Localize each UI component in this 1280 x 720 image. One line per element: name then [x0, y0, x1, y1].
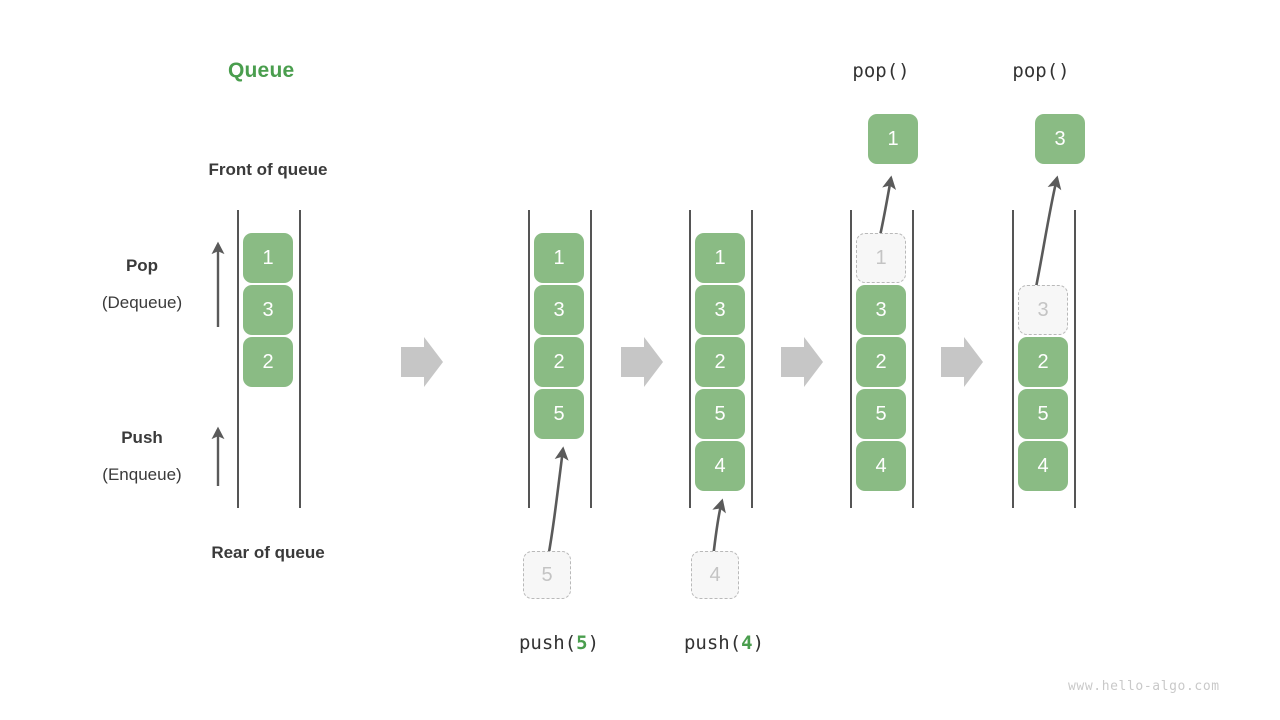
incoming-item-ghost: 5 [523, 551, 571, 599]
popped-slot-ghost: 1 [856, 233, 906, 283]
rear-of-queue-label: Rear of queue [211, 543, 325, 562]
push-5-caption-pre: push( [518, 632, 577, 654]
queue-item: 5 [1018, 389, 1068, 439]
incoming-item-ghost: 4 [691, 551, 739, 599]
queue-item: 5 [534, 389, 584, 439]
queue-rail-left-4 [850, 210, 852, 508]
front-of-queue-label: Front of queue [208, 160, 328, 179]
queue-rail-right-5 [1074, 210, 1076, 508]
queue-rail-left-3 [689, 210, 691, 508]
queue-item: 3 [243, 285, 293, 335]
transition-arrow-3 [781, 337, 823, 387]
page-title: Queue [228, 59, 295, 82]
queue-item: 2 [856, 337, 906, 387]
push-4-arrow [711, 498, 726, 559]
transition-arrow-1 [401, 337, 443, 387]
popped-slot-ghost: 3 [1018, 285, 1068, 335]
queue-item: 1 [243, 233, 293, 283]
queue-item: 4 [856, 441, 906, 491]
queue-rail-right-2 [590, 210, 592, 508]
push-4-caption: push(4) [654, 632, 794, 654]
queue-rail-right-3 [751, 210, 753, 508]
pop-op-label-1: pop() [852, 60, 910, 82]
queue-item: 4 [1018, 441, 1068, 491]
queue-item: 2 [695, 337, 745, 387]
push-5-caption-arg: 5 [576, 632, 588, 654]
queue-item: 5 [856, 389, 906, 439]
queue-rail-left-5 [1012, 210, 1014, 508]
transition-arrow-4 [941, 337, 983, 387]
queue-rail-left-2 [528, 210, 530, 508]
queue-item: 2 [1018, 337, 1068, 387]
popped-item: 1 [868, 114, 918, 164]
pop-op-label-2: pop() [1012, 60, 1070, 82]
push-5-caption-post: ) [587, 632, 600, 654]
queue-item: 3 [856, 285, 906, 335]
push-5-caption: push(5) [489, 632, 629, 654]
queue-item: 3 [695, 285, 745, 335]
pop-sublabel: (Dequeue) [101, 293, 183, 312]
queue-item: 3 [534, 285, 584, 335]
queue-item: 5 [695, 389, 745, 439]
queue-item: 1 [695, 233, 745, 283]
pop-label: Pop [125, 256, 159, 275]
queue-item: 2 [534, 337, 584, 387]
queue-rail-left-1 [237, 210, 239, 508]
transition-arrow-2 [621, 337, 663, 387]
queue-item: 1 [534, 233, 584, 283]
queue-rail-right-4 [912, 210, 914, 508]
queue-item: 4 [695, 441, 745, 491]
push-sublabel: (Enqueue) [102, 465, 182, 484]
queue-item: 2 [243, 337, 293, 387]
push-4-caption-arg: 4 [741, 632, 753, 654]
popped-item: 3 [1035, 114, 1085, 164]
push-4-caption-post: ) [752, 632, 765, 654]
watermark: www.hello-algo.com [1068, 679, 1220, 694]
push-label: Push [121, 428, 163, 447]
queue-rail-right-1 [299, 210, 301, 508]
push-5-arrow [546, 446, 569, 559]
push-4-caption-pre: push( [683, 632, 742, 654]
